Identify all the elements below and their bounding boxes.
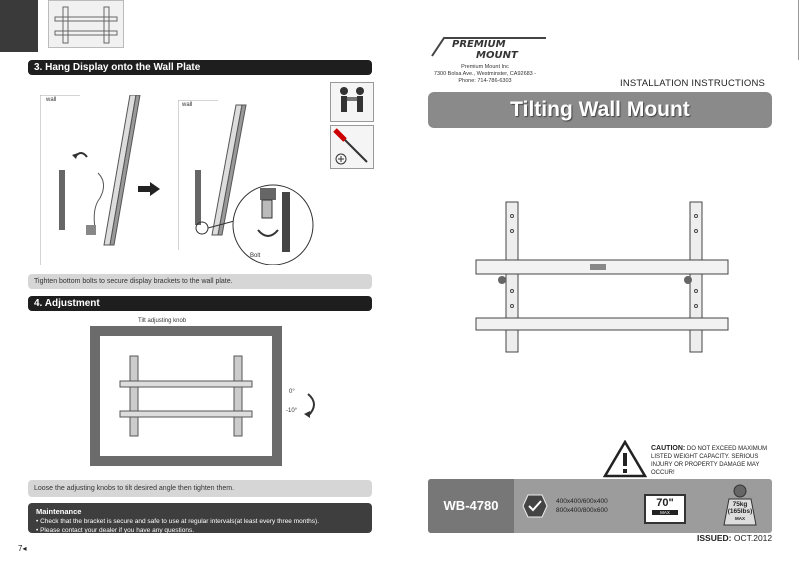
vesa-hex-icon bbox=[522, 494, 548, 523]
max-screen-sub: MAX bbox=[652, 510, 678, 515]
warning-triangle-icon bbox=[602, 439, 648, 483]
two-person-icon bbox=[330, 82, 374, 122]
max-weight-badge: 75kg (165lbs) MAX bbox=[718, 483, 762, 527]
bolt-label: Bolt bbox=[250, 253, 261, 259]
maintenance-item-2: Please contact your dealer if you have a… bbox=[40, 527, 195, 534]
adjustment-figure bbox=[90, 326, 282, 466]
screwdriver-icon bbox=[330, 125, 374, 169]
hang-figure-2: wall Bolt bbox=[177, 99, 318, 266]
section3-note: Tighten bottom bolts to secure display b… bbox=[28, 274, 372, 289]
model-number: WB-4780 bbox=[428, 479, 514, 533]
weight-icon bbox=[723, 484, 757, 526]
product-title: Tilting Wall Mount bbox=[428, 92, 772, 128]
issued-date: ISSUED: OCT.2012 bbox=[697, 533, 773, 543]
brand-line1: PREMIUM bbox=[452, 39, 506, 50]
section4-note: Loose the adjusting knobs to tilt desire… bbox=[28, 480, 372, 497]
brand-line2: MOUNT bbox=[476, 50, 519, 60]
wall-label: wall bbox=[46, 97, 57, 103]
thumbnail-mount-icon bbox=[54, 6, 118, 44]
caution-label: CAUTION: bbox=[651, 445, 686, 452]
max-screen-size: 70" bbox=[656, 497, 674, 509]
max-screen-badge: 70" MAX bbox=[644, 494, 686, 524]
angle-minus-ten-label: -10° bbox=[286, 408, 298, 414]
wall-label-2: wall bbox=[182, 102, 193, 108]
maintenance-box: Maintenance • Check that the bracket is … bbox=[28, 503, 372, 534]
angle-zero-label: 0° bbox=[289, 389, 295, 395]
page-corner-tab bbox=[0, 0, 38, 52]
section4-heading: 4. Adjustment bbox=[28, 296, 372, 311]
caution-text: CAUTION: DO NOT EXCEED MAXIMUM LISTED WE… bbox=[651, 445, 768, 476]
max-weight-sub: MAX bbox=[735, 516, 745, 521]
max-weight-kg: 75kg bbox=[732, 501, 748, 508]
section3-heading: 3. Hang Display onto the Wall Plate bbox=[28, 60, 372, 75]
maintenance-item-1: Check that the bracket is secure and saf… bbox=[40, 518, 320, 525]
fold-line bbox=[798, 0, 799, 60]
page-arrow-icon: ◂ bbox=[22, 544, 27, 553]
brand-address: Premium Mount Inc 7300 Bolsa Ave., Westm… bbox=[433, 64, 537, 84]
hang-figure-1: wall bbox=[39, 94, 170, 265]
tilt-knob-label: Tilt adjusting knob bbox=[138, 318, 187, 324]
tilt-arc-arrow-icon bbox=[304, 392, 322, 423]
vesa-sizes: 400x400/600x400 800x400/800x600 bbox=[556, 498, 608, 514]
maintenance-title: Maintenance bbox=[36, 507, 82, 516]
wall-mount-illustration bbox=[470, 196, 730, 356]
brand-logo: PREMIUM MOUNT bbox=[430, 34, 548, 61]
installation-label: INSTALLATION INSTRUCTIONS bbox=[620, 78, 766, 89]
thumbnail-illustration bbox=[48, 0, 124, 48]
max-weight-lbs: (165lbs) bbox=[727, 508, 753, 515]
page-number: 7◂ bbox=[18, 544, 27, 553]
right-arrow-icon bbox=[138, 182, 160, 201]
